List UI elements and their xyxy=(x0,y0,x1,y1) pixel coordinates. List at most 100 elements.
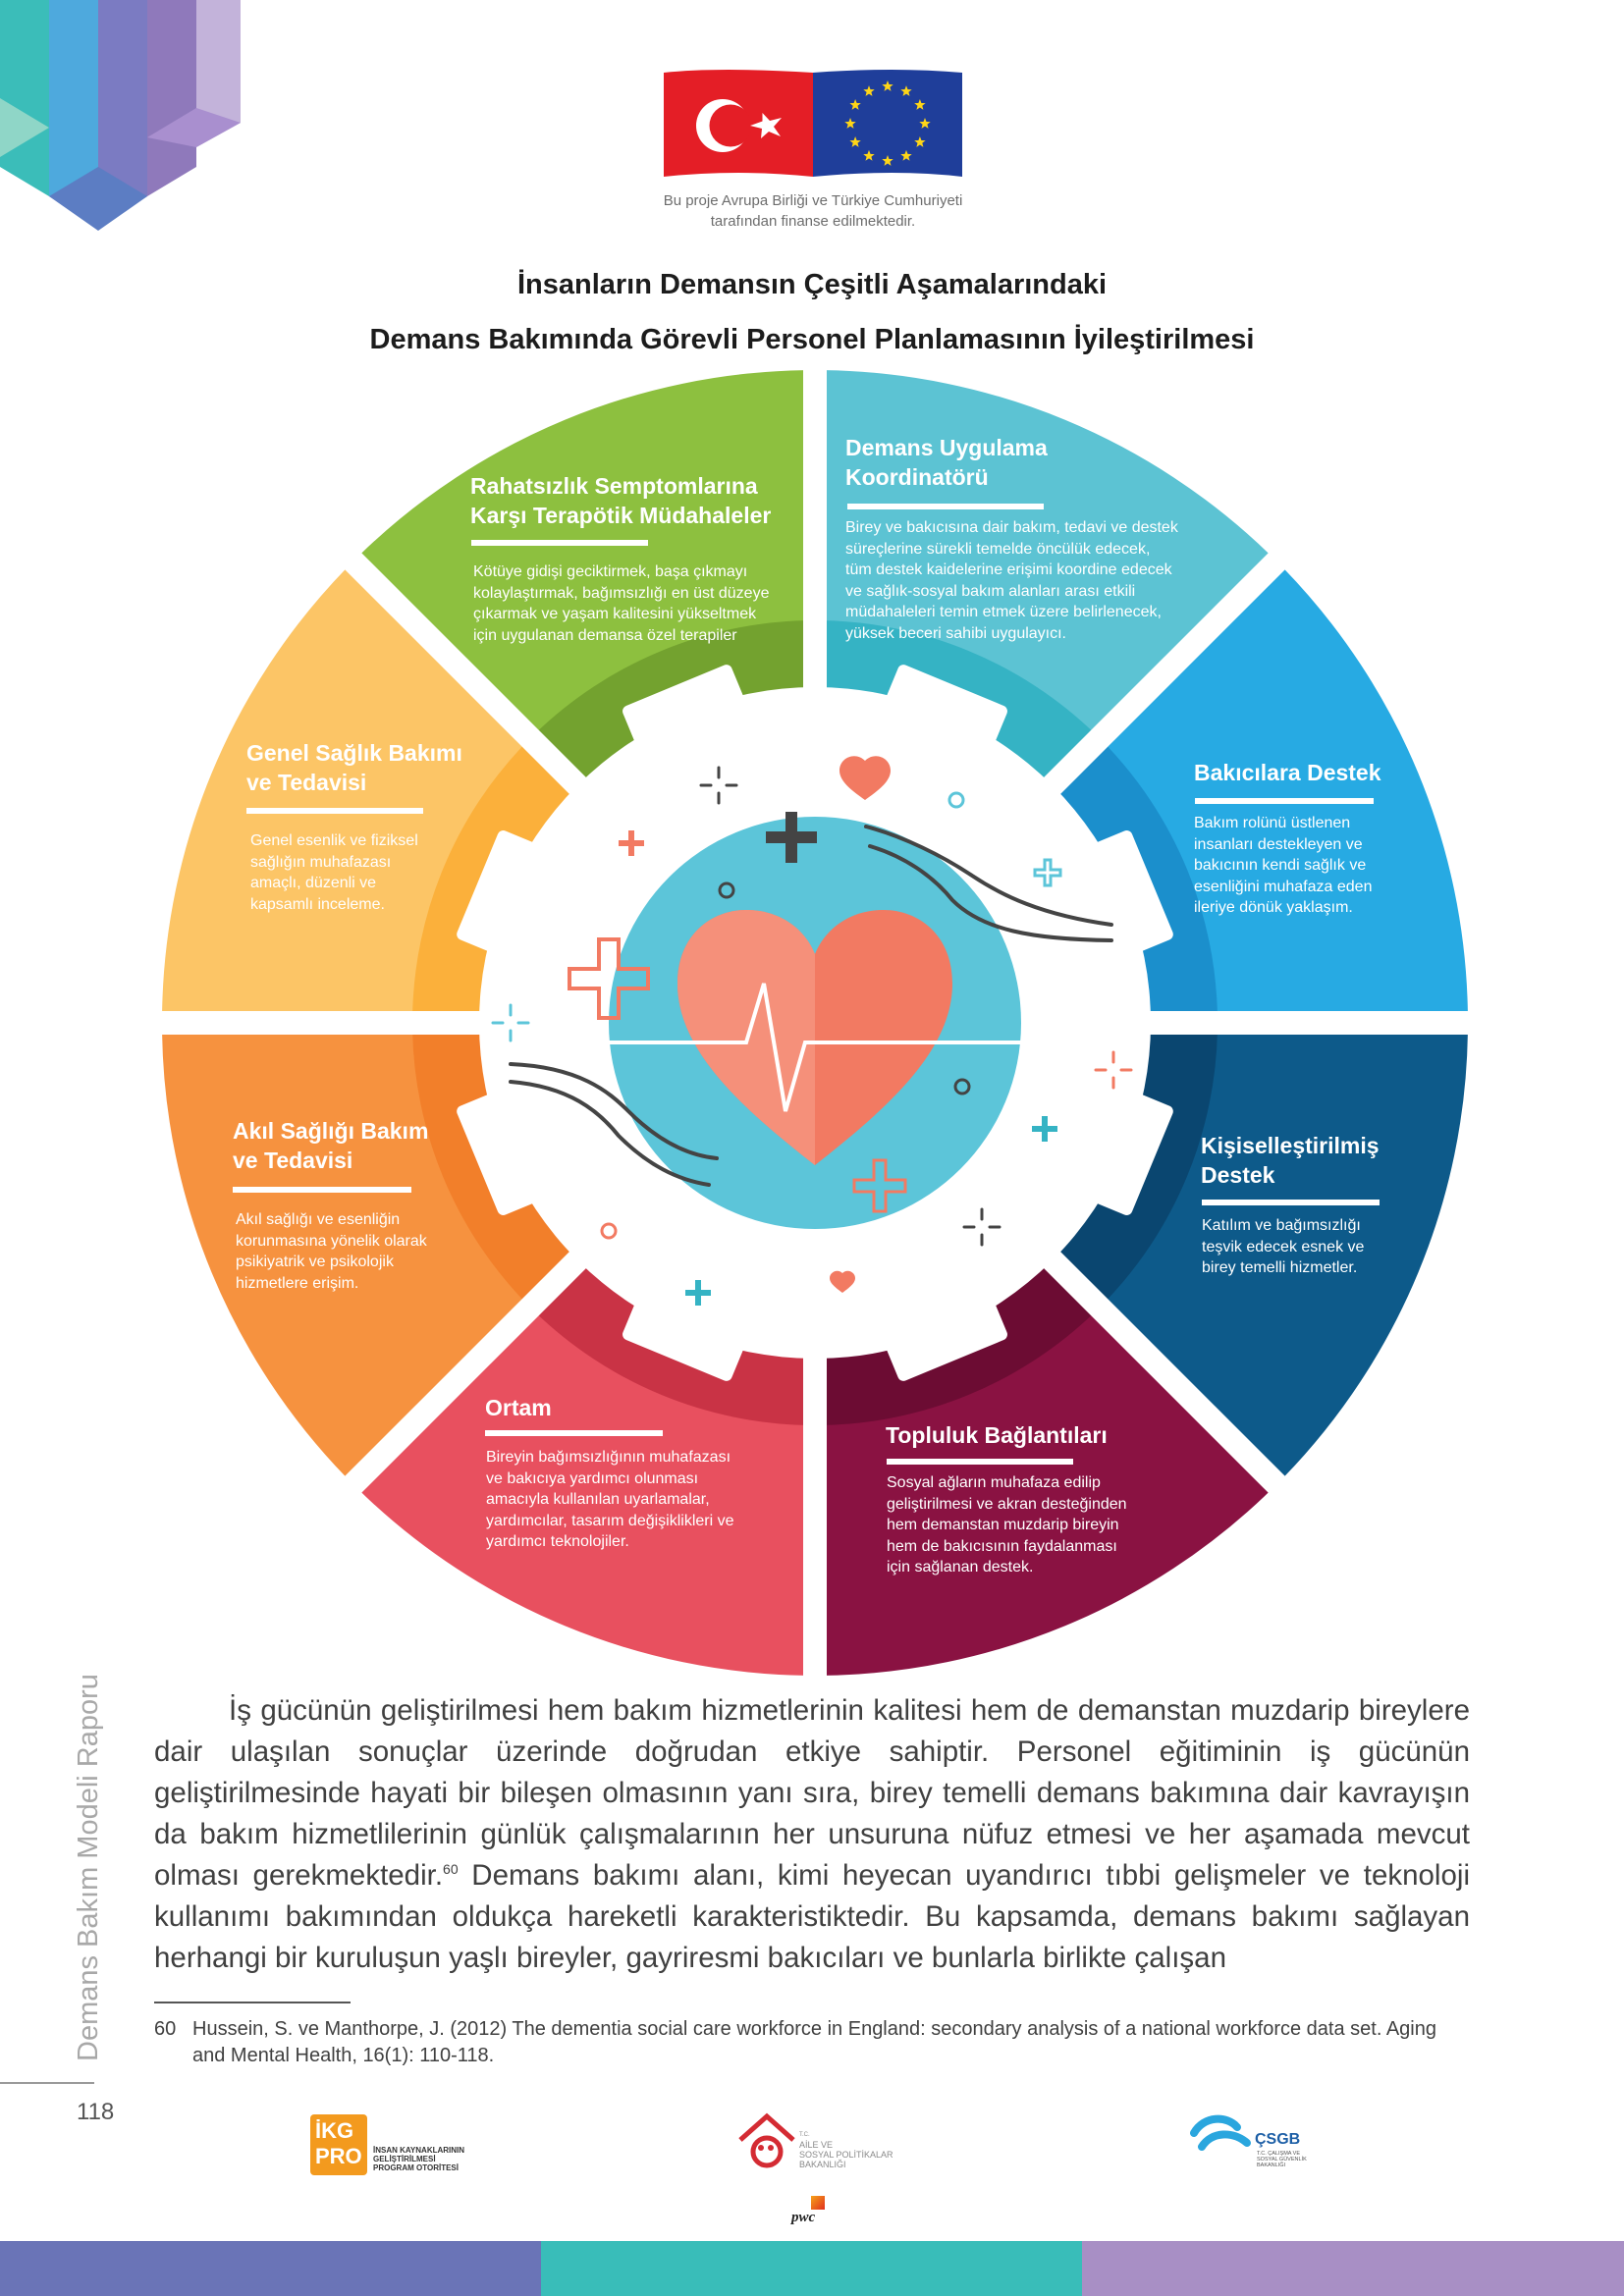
gear-tooth xyxy=(457,830,539,953)
eu-star-icon xyxy=(882,155,893,166)
segment-text-line: tüm destek kaidelerine erişimi koordine … xyxy=(845,561,1172,578)
segment-title-general-health: Genel Sağlık Bakımı ve Tedavisi xyxy=(246,738,462,797)
plus-icon-orange xyxy=(568,937,650,1020)
segment-text-line: ve bakıcıya yardımcı olunması xyxy=(486,1469,699,1487)
segment-text-line: geliştirilmesi ve akran desteğinden xyxy=(887,1495,1127,1513)
segment-title-environment: Ortam xyxy=(485,1393,552,1422)
segment-title-line: Rahatsızlık Semptomlarına xyxy=(470,473,758,499)
page-number: 118 xyxy=(77,2099,115,2125)
bottom-color-bars xyxy=(0,2241,1624,2296)
side-divider xyxy=(0,2082,94,2084)
ikg-pro-badge: İKG PRO xyxy=(310,2114,367,2175)
eu-star-icon xyxy=(844,118,856,129)
title-line-2: Demans Bakımında Görevli Personel Planla… xyxy=(369,324,1255,355)
bottom-bar-right xyxy=(1082,2241,1624,2296)
bottom-bar-middle xyxy=(541,2241,1082,2296)
segment-text-line: süreçlerine sürekli temelde öncülük edec… xyxy=(845,540,1151,558)
segment-text-line: Sosyal ağların muhafaza edilip xyxy=(887,1474,1101,1491)
segment-text-line: Bireyin bağımsızlığının muhafazası xyxy=(486,1449,731,1466)
caption-line-1: Bu proje Avrupa Birliği ve Türkiye Cumhu… xyxy=(663,192,963,209)
segment-title-line: Genel Sağlık Bakımı xyxy=(246,740,462,766)
segment-text-line: birey temelli hizmetler. xyxy=(1202,1259,1358,1276)
corner-decoration xyxy=(0,0,241,231)
segment-text-community: Sosyal ağların muhafaza edilip geliştiril… xyxy=(887,1472,1127,1578)
segment-text-line: için sağlanan destek. xyxy=(887,1559,1034,1575)
segment-text-line: amaçlı, düzenli ve xyxy=(250,875,377,891)
eu-turkey-flags xyxy=(664,70,962,177)
eu-star-icon xyxy=(863,85,875,96)
sparkle-icon-orange xyxy=(1094,1050,1133,1090)
segment-text-line: bakıcının kendi sağlık ve xyxy=(1194,857,1367,874)
segment-underline xyxy=(847,504,1044,509)
gear-tooth xyxy=(885,665,1007,747)
caption-line: PROGRAM OTORİTESİ xyxy=(373,2163,459,2172)
segment-title-line: Karşı Terapötik Müdahaleler xyxy=(470,503,772,528)
pro-text: PRO xyxy=(315,2144,362,2168)
segment-title-coordinator: Demans Uygulama Koordinatörü xyxy=(845,433,1048,492)
caption-line: GELİŞTİRİLMESİ xyxy=(373,2155,436,2163)
segment-text-line: yüksek beceri sahibi uygulayıcı. xyxy=(845,624,1066,642)
segment-underline xyxy=(887,1459,1073,1465)
footnote-text: Hussein, S. ve Manthorpe, J. (2012) The … xyxy=(192,2018,1436,2066)
segment-title-caregiver-support: Bakıcılara Destek xyxy=(1194,758,1381,787)
ikg-pro-logo: İKG PRO İNSAN KAYNAKLARININ GELİŞTİRİLME… xyxy=(310,2114,477,2177)
segment-underline xyxy=(233,1187,411,1193)
segment-underline xyxy=(246,808,423,814)
footnote-divider xyxy=(154,2002,351,2003)
eu-star-icon xyxy=(849,136,861,147)
eu-funding-caption: Bu proje Avrupa Birliği ve Türkiye Cumhu… xyxy=(609,190,1017,232)
segment-title-line: Demans Uygulama xyxy=(845,435,1048,460)
segment-title-line: Destek xyxy=(1201,1162,1275,1188)
wheel-divider xyxy=(338,546,602,810)
segment-title-line: Bakıcılara Destek xyxy=(1194,760,1381,785)
caption-line: SOSYAL POLİTİKALAR xyxy=(799,2150,893,2160)
ikg-text: İKG xyxy=(315,2118,354,2143)
segment-text-line: amacıyla kullanılan uyarlamalar, xyxy=(486,1491,710,1508)
segment-title-line: Akıl Sağlığı Bakım xyxy=(233,1118,429,1144)
heartbeat-line xyxy=(583,983,1031,1112)
csgb-text: ÇSGB xyxy=(1255,2131,1301,2148)
caption-line: AİLE VE xyxy=(799,2140,834,2150)
segment-text-line: ve sağlık-sosyal bakım alanları arası et… xyxy=(845,582,1136,600)
segment-text-line: ileriye dönük yaklaşım. xyxy=(1194,899,1353,916)
segment-text-therapeutic: Kötüye gidişi geciktirmek, başa çıkmayı k… xyxy=(473,561,769,646)
caption-line: BAKANLIĞI xyxy=(799,2160,846,2169)
segment-text-line: Birey ve bakıcısına dair bakım, tedavi v… xyxy=(845,519,1178,536)
care-model-wheel: Demans Uygulama Koordinatörü Birey ve ba… xyxy=(152,360,1478,1685)
caption-line: SOSYAL GÜVENLİK xyxy=(1257,2157,1307,2163)
segment-text-line: kolaylaştırmak, bağımsızlığı en üst düze… xyxy=(473,584,770,602)
segment-text-line: esenliğini muhafaza eden xyxy=(1194,878,1373,895)
segment-underline xyxy=(471,540,648,546)
hand-top-right-icon xyxy=(864,825,1113,942)
segment-title-line: Koordinatörü xyxy=(845,464,989,490)
segment-underline xyxy=(1195,798,1374,804)
wheel-graphic xyxy=(152,360,1478,1685)
segment-text-line: kapsamlı inceleme. xyxy=(250,895,385,913)
center-illustration xyxy=(491,756,1133,1306)
segment-text-line: Akıl sağlığı ve esenliğin xyxy=(236,1211,401,1228)
segment-text-line: müdahaleleri temin etmek üzere belirlene… xyxy=(845,604,1162,620)
wheel-divider xyxy=(1028,546,1292,810)
segment-text-line: Kötüye gidişi geciktirmek, başa çıkmayı xyxy=(473,563,748,580)
gear-tooth xyxy=(1091,1093,1173,1215)
wheel-divider xyxy=(338,1236,602,1500)
segment-title-line: Topluluk Bağlantıları xyxy=(886,1422,1108,1448)
segment-text-line: Bakım rolünü üstlenen xyxy=(1194,815,1351,831)
eu-star-icon xyxy=(849,99,861,110)
eu-star-icon xyxy=(919,118,931,129)
segment-underline xyxy=(1202,1200,1380,1205)
segment-text-environment: Bireyin bağımsızlığının muhafazası ve bak… xyxy=(486,1447,734,1553)
eu-star-icon xyxy=(914,99,926,110)
pwc-logo: pwc xyxy=(789,2196,829,2231)
segment-title-line: Kişiselleştirilmiş xyxy=(1201,1133,1380,1158)
gear-tooth xyxy=(457,1093,539,1215)
caption-line: İNSAN KAYNAKLARININ xyxy=(373,2146,465,2155)
pwc-mark-icon xyxy=(811,2196,825,2210)
segment-text-line: sağlığın muhafazası xyxy=(250,853,392,871)
segment-text-coordinator: Birey ve bakıcısına dair bakım, tedavi v… xyxy=(845,517,1178,644)
sparkle-icon xyxy=(699,766,1001,1247)
segment-title-line: ve Tedavisi xyxy=(246,770,367,795)
segment-text-line: insanları destekleyen ve xyxy=(1194,835,1363,853)
hand-bottom-left-icon xyxy=(509,1062,719,1187)
